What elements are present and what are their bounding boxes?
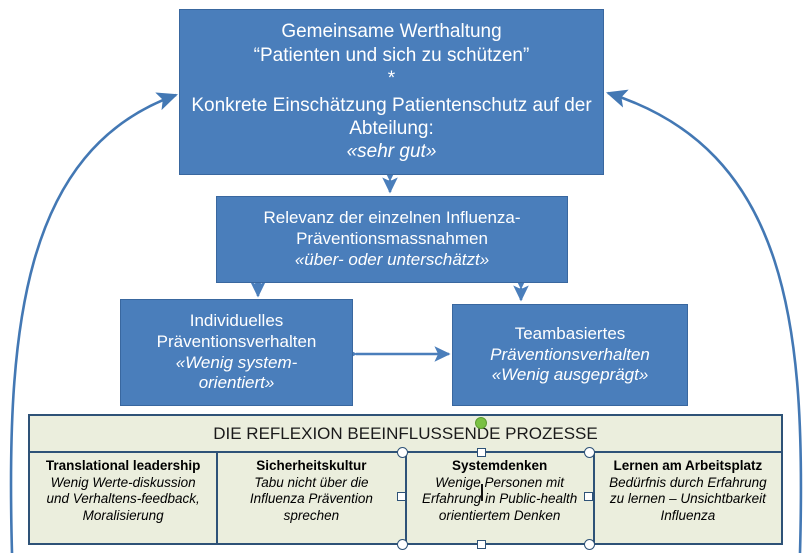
selection-handle-top-right[interactable] (584, 447, 595, 458)
rotation-handle[interactable] (475, 417, 487, 429)
column-title: Translational leadership (45, 458, 201, 473)
selection-handle-bottom-left[interactable] (397, 539, 408, 550)
box-team-line1: Teambasiertes (514, 323, 626, 343)
column-title: Lernen am Arbeitsplatz (613, 458, 763, 473)
box-relevance-line1: Relevanz der einzelnen Influenza- (263, 208, 521, 228)
box-individual-line3: «Wenig system- (175, 352, 298, 372)
box-shared-values[interactable]: Gemeinsame Werthaltung “Patienten und si… (179, 9, 604, 175)
process-column-sicherheitskultur[interactable]: Sicherheitskultur Tabu nicht über die In… (218, 453, 407, 545)
column-body-line: und Verhaltens-feedback, (46, 491, 200, 507)
box-individual-line1: Individuelles (189, 311, 284, 331)
process-column-translational-leadership[interactable]: Translational leadership Wenig Werte-dis… (30, 453, 219, 545)
box-relevance-line3: «über- oder unterschätzt» (294, 249, 490, 269)
column-body-line: Erfahrung in Public-health (421, 491, 578, 507)
box-top-line2: “Patienten und sich zu schützen” (253, 44, 530, 66)
selection-handle-bottom-middle[interactable] (477, 540, 486, 549)
selection-handle-middle-left[interactable] (397, 492, 406, 501)
box-relevance-line2: Präventionsmassnahmen (296, 229, 488, 249)
selection-handle-top-middle[interactable] (477, 448, 486, 457)
column-body-line: zu lernen – Unsichtbarkeit (609, 491, 766, 507)
column-body-line: orientiertem Denken (438, 508, 561, 524)
column-body-line: Influenza (660, 508, 716, 524)
column-body-line: sprechen (283, 508, 340, 524)
column-title: Sicherheitskultur (256, 458, 367, 473)
process-columns: Translational leadership Wenig Werte-dis… (30, 453, 781, 545)
box-top-line4: Konkrete Einschätzung Patientenschutz au… (191, 95, 592, 116)
box-top-line5: Abteilung: (349, 118, 434, 140)
column-body-line: Wenige Personen mit (435, 474, 565, 490)
box-individual-prevention[interactable]: Individuelles Präventionsverhalten «Weni… (120, 299, 353, 406)
process-column-lernen-am-arbeitsplatz[interactable]: Lernen am Arbeitsplatz Bedürfnis durch E… (595, 453, 781, 545)
box-individual-line2: Präventionsverhalten (156, 331, 317, 351)
column-body: Tabu nicht über die Influenza Prävention… (224, 475, 398, 525)
column-body: Wenige Personen mit Erfahrung in Public-… (413, 475, 587, 525)
box-team-prevention[interactable]: Teambasiertes Präventionsverhalten «Weni… (452, 304, 688, 406)
column-title: Systemdenken (451, 458, 548, 473)
box-team-line2: Präventionsverhalten (490, 344, 650, 364)
column-body-line: Tabu nicht über die (254, 474, 369, 490)
box-top-line6: «sehr gut» (346, 141, 437, 163)
process-column-systemdenken[interactable]: Systemdenken Wenige Personen mit Erfahru… (407, 453, 595, 545)
box-top-line1: Gemeinsame Werthaltung (281, 21, 502, 43)
selection-handle-bottom-right[interactable] (584, 539, 595, 550)
selection-handle-middle-right[interactable] (584, 492, 593, 501)
box-top-asterisk: * (387, 67, 396, 89)
column-body-line: Bedürfnis durch Erfahrung (609, 474, 767, 490)
box-team-line3: «Wenig ausgeprägt» (491, 365, 649, 385)
column-body-line: Wenig Werte-diskussion (50, 474, 196, 490)
column-body-line: Moralisierung (82, 508, 164, 524)
column-body: Wenig Werte-diskussion und Verhaltens-fe… (36, 475, 210, 525)
process-panel[interactable]: DIE REFLEXION BEEINFLUSSENDE PROZESSE Tr… (28, 414, 783, 545)
column-body-line: Influenza Prävention (249, 491, 373, 507)
box-individual-line4: orientiert» (198, 373, 275, 393)
box-relevance-measures[interactable]: Relevanz der einzelnen Influenza- Präven… (216, 196, 568, 283)
column-body: Bedürfnis durch Erfahrung zu lernen – Un… (601, 475, 775, 525)
text-cursor (481, 484, 483, 501)
selection-handle-top-left[interactable] (397, 447, 408, 458)
